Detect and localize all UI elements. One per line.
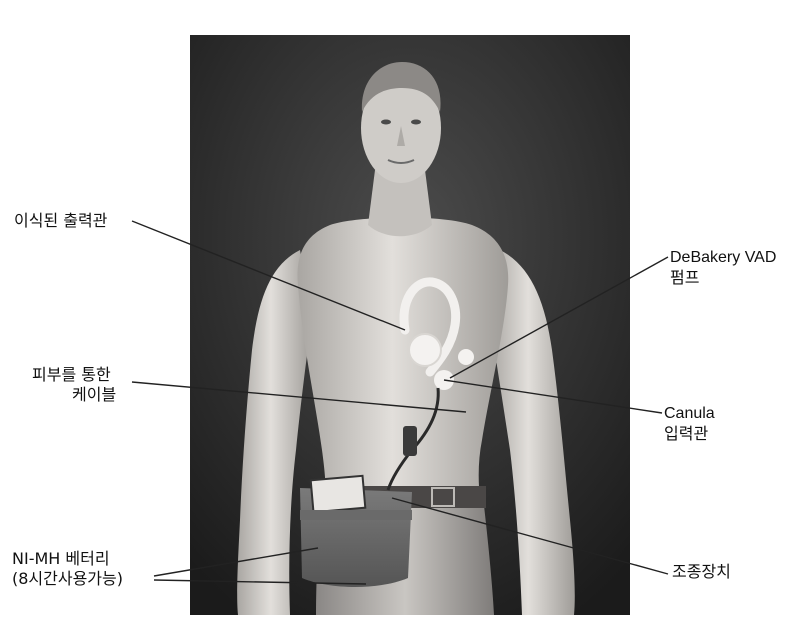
label-vad-pump-line2: 펌프 [670, 268, 776, 288]
pump-motor [458, 349, 474, 365]
torso [297, 218, 508, 501]
label-cannula: Canula 입력관 [664, 403, 715, 444]
label-percutaneous-cable: 피부를 통한 케이블 [32, 365, 116, 405]
label-outflow-graft: 이식된 출력관 [14, 211, 107, 231]
label-battery-line1: NI-MH 베터리 [12, 549, 110, 568]
left-eye [381, 120, 391, 125]
label-battery-line2: (8시간사용가능) [12, 569, 123, 589]
pouch-flap [300, 510, 412, 520]
controller-pouch [300, 476, 412, 587]
label-battery: NI-MH 베터리 (8시간사용가능) [12, 549, 123, 589]
label-cable-line1: 피부를 통한 [32, 365, 111, 384]
label-vad-pump-line1: DeBakery VAD [670, 249, 776, 266]
label-cannula-line2: 입력관 [664, 424, 715, 444]
label-controller: 조종장치 [672, 562, 731, 582]
vad-pump [409, 334, 441, 366]
pouch-display [311, 476, 366, 512]
label-cannula-line1: Canula [664, 405, 715, 422]
label-cable-line2: 케이블 [32, 385, 116, 405]
cable-clip [403, 426, 417, 456]
label-vad-pump: DeBakery VAD 펌프 [670, 247, 776, 288]
right-eye [411, 120, 421, 125]
